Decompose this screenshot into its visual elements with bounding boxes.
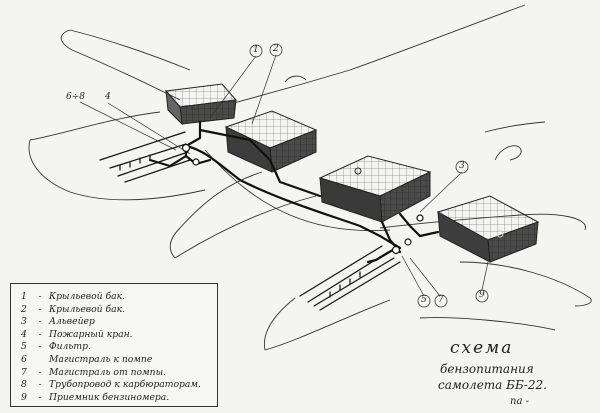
legend-number: 6 <box>21 353 27 365</box>
filters-valves <box>181 143 424 255</box>
legend-text: Магистраль от помпы. <box>49 366 166 378</box>
legend-item: 8 - Трубопровод к карбюраторам. <box>21 379 211 392</box>
legend-dash: - <box>38 366 42 378</box>
callout-7: 7 <box>438 295 444 305</box>
legend-item: 1 - Крыльевой бак. <box>21 291 211 304</box>
diagram-title: схема <box>450 338 514 358</box>
callout-5: 5 <box>421 295 427 305</box>
legend-number: 5 <box>21 341 27 353</box>
callout-2: 2 <box>273 44 279 54</box>
tank-1 <box>165 83 237 126</box>
diagram-subtitle-1: бензопитания <box>440 362 534 376</box>
legend-item: 3 - Альвейер <box>21 316 211 329</box>
legend-dash: - <box>38 391 42 403</box>
legend-number: 4 <box>21 328 27 340</box>
legend-dash: - <box>38 379 42 391</box>
legend-text: Пожарный кран. <box>49 328 133 340</box>
legend-number: 7 <box>21 366 27 378</box>
tank-2 <box>224 110 318 173</box>
legend-dash: - <box>38 341 42 353</box>
legend-dash: - <box>38 316 42 328</box>
legend-text: Крыльевой бак. <box>49 303 125 315</box>
legend-number: 2 <box>21 303 27 315</box>
legend-text: Фильтр. <box>49 341 91 353</box>
legend-text: Магистраль к помпе <box>49 353 153 365</box>
legend-dash <box>31 354 49 367</box>
legend-item: 5 - Фильтр. <box>21 341 211 354</box>
tank-3 <box>318 155 432 223</box>
callout-3: 3 <box>459 161 465 171</box>
carburetor-lines <box>99 131 401 311</box>
tank-4 <box>436 195 540 263</box>
legend-text: Крыльевой бак. <box>49 291 125 302</box>
callout-leaders <box>79 54 489 297</box>
legend-item: 2 - Крыльевой бак. <box>21 304 211 317</box>
legend-dash: - <box>38 291 42 302</box>
callout-1: 1 <box>253 45 259 55</box>
legend-number: 9 <box>21 391 27 403</box>
diagram-subtitle-3: па - <box>510 396 529 407</box>
diagram-subtitle-2: самолета ББ-22. <box>438 378 547 392</box>
callout-6-8: 6÷8 <box>66 92 85 102</box>
fuel-pipework <box>148 120 440 264</box>
callout-4: 4 <box>105 92 111 102</box>
legend-text: Приемник бензиномера. <box>49 391 170 403</box>
legend-item: 7 - Магистраль от помпы. <box>21 367 211 380</box>
legend-item: 9 - Приемник бензиномера. <box>21 392 211 405</box>
callout-circles <box>249 43 489 308</box>
legend-text: Трубопровод к карбюраторам. <box>49 379 201 391</box>
legend-dash: - <box>38 328 42 340</box>
legend-number: 3 <box>21 316 27 328</box>
airframe-outline <box>28 4 592 351</box>
callout-9: 9 <box>479 290 485 300</box>
legend-number: 1 <box>21 291 27 302</box>
legend-box: 1 - Крыльевой бак. 2 - Крыльевой бак. 3 … <box>10 283 218 407</box>
legend-number: 8 <box>21 379 27 391</box>
legend-dash: - <box>38 303 42 315</box>
legend-item: 6 Магистраль к помпе <box>21 354 211 367</box>
legend-item: 4 - Пожарный кран. <box>21 329 211 342</box>
legend-text: Альвейер <box>49 316 95 328</box>
